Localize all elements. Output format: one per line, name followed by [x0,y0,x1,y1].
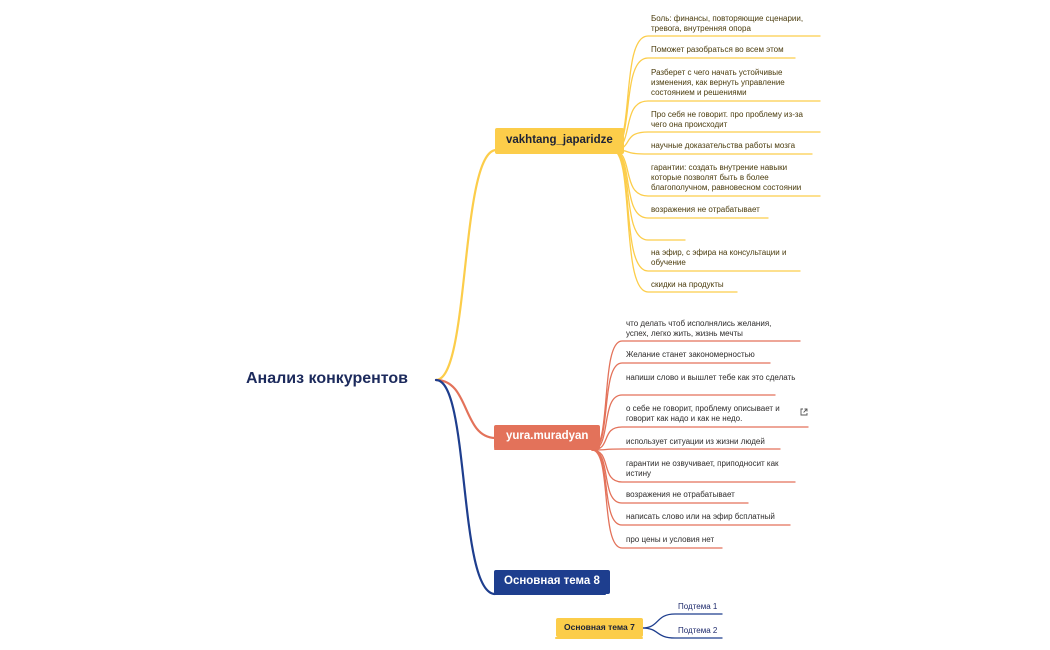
root-topic[interactable]: Анализ конкурентов [246,370,409,387]
branch-subtopic-2 [641,627,723,639]
leaf-topic-1-item-3[interactable]: напиши слово и вышлет тебе как это сдела… [626,373,796,382]
branch-yura-item-5 [591,448,781,451]
leaf-topic-1-item-2[interactable]: Желание станет закономерностью [626,350,755,359]
leaf-topic-1-item-9[interactable]: про цены и условия нет [626,535,715,544]
leaf-topic-0-item-4[interactable]: Про себя не говорит. про проблему из-за … [651,110,803,129]
leaf-topic-1-item-5[interactable]: использует ситуации из жизни людей [626,437,765,446]
leaf-topic-0-item-5[interactable]: научные доказательства работы мозга [651,141,796,150]
leaf-topic-0-item-7[interactable]: возражения не отрабатывает [651,205,760,214]
branch-vakhtang-item-10 [611,149,738,293]
leaf-topic-1-item-7[interactable]: возражения не отрабатывает [626,490,735,499]
leaf-topic-0-item-3[interactable]: Разберет с чего начать устойчивые измене… [651,68,785,97]
branch-root-to-theme-8 [434,378,497,596]
leaf-topic-1-item-8[interactable]: написать слово или на эфир бсплатный [626,512,775,521]
leaf-topic-0-item-9[interactable]: на эфир, с эфира на консультации и обуче… [651,248,787,267]
topic-yura-muradyan[interactable]: yura.muradyan [494,425,601,449]
topic-vakhtang-japaridze[interactable]: vakhtang_japaridze [495,128,624,154]
leaf-topic-1-item-6[interactable]: гарантии не озвучивает, приподносит как … [626,459,779,478]
leaf-topic-1-item-1[interactable]: что делать чтоб исполнялись желания, усп… [626,319,772,338]
subtopic-1[interactable]: Подтема 1 [678,602,718,611]
leaf-topic-0-item-2[interactable]: Поможет разобраться во всем этом [651,45,784,54]
external-link-icon[interactable] [800,408,808,416]
leaf-topic-0-item-6[interactable]: гарантии: создать внутрение навыки котор… [651,163,802,192]
topic-main-theme-7[interactable]: Основная тема 7 [556,618,643,637]
topic-main-theme-8[interactable]: Основная тема 8 [494,570,610,594]
subtopic-2[interactable]: Подтема 2 [678,626,718,635]
branch-root-to-vakhtang [434,148,498,382]
leaf-topic-0-item-1[interactable]: Боль: финансы, повторяющие сценарии, тре… [651,14,804,33]
branch-root-to-yura [434,378,497,440]
leaf-topic-0-item-10[interactable]: скидки на продукты [651,280,724,289]
branch-yura-item-4 [591,426,809,451]
branch-subtopic-1 [641,613,723,629]
branch-yura-item-9 [591,449,723,549]
leaf-topic-1-item-4[interactable]: о себе не говорит, проблему описывает и … [626,404,780,423]
